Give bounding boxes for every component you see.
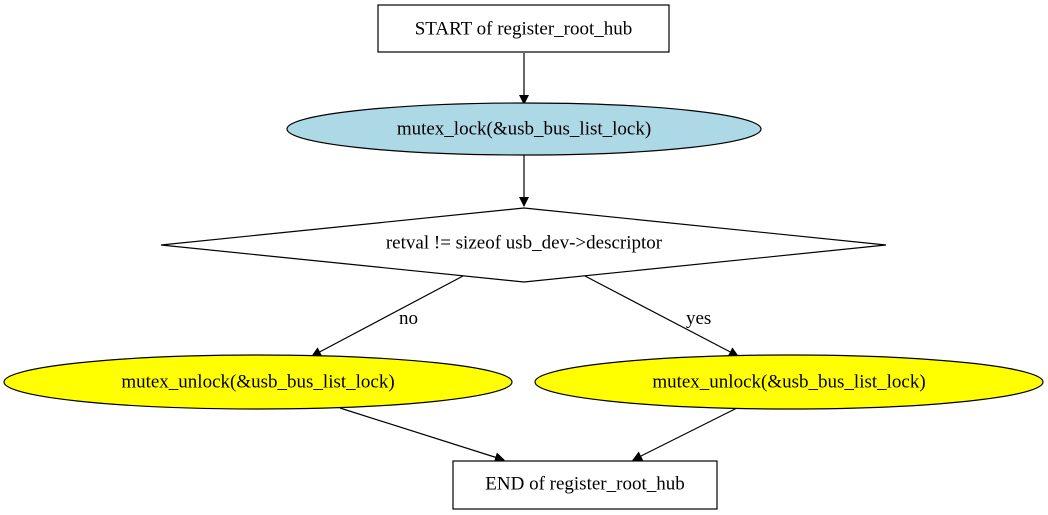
- mutex-unlock-no-label: mutex_unlock(&usb_bus_list_lock): [121, 372, 394, 393]
- decision-diamond: [160, 207, 887, 283]
- edge-label-yes: yes: [686, 308, 711, 329]
- decision-label: retval != sizeof usb_dev->descriptor: [386, 233, 663, 254]
- mutex-lock-node: mutex_lock(&usb_bus_list_lock): [286, 102, 762, 156]
- mutex-unlock-no-node: mutex_unlock(&usb_bus_list_lock): [3, 354, 513, 410]
- mutex-unlock-yes-node: mutex_unlock(&usb_bus_list_lock): [534, 354, 1044, 410]
- end-node: END of register_root_hub: [452, 460, 718, 510]
- mutex-lock-ellipse: [286, 102, 762, 156]
- mutex-unlock-yes-ellipse: [534, 354, 1044, 410]
- start-node: START of register_root_hub: [377, 4, 670, 53]
- mutex-unlock-yes-label: mutex_unlock(&usb_bus_list_lock): [652, 372, 925, 393]
- edge-unlock-yes-to-end: [632, 407, 738, 461]
- end-node-box: [452, 460, 718, 510]
- decision-node: retval != sizeof usb_dev->descriptor: [160, 207, 887, 283]
- edge-decision-to-unlock-yes: [584, 275, 739, 357]
- mutex-lock-label: mutex_lock(&usb_bus_list_lock): [397, 119, 651, 140]
- start-node-box: [377, 4, 670, 53]
- edge-unlock-no-to-end: [339, 407, 505, 463]
- mutex-unlock-no-ellipse: [3, 354, 513, 410]
- end-node-label: END of register_root_hub: [485, 474, 684, 495]
- edge-label-no: no: [399, 308, 418, 329]
- edge-decision-to-unlock-no: [311, 275, 464, 357]
- start-node-label: START of register_root_hub: [415, 19, 633, 40]
